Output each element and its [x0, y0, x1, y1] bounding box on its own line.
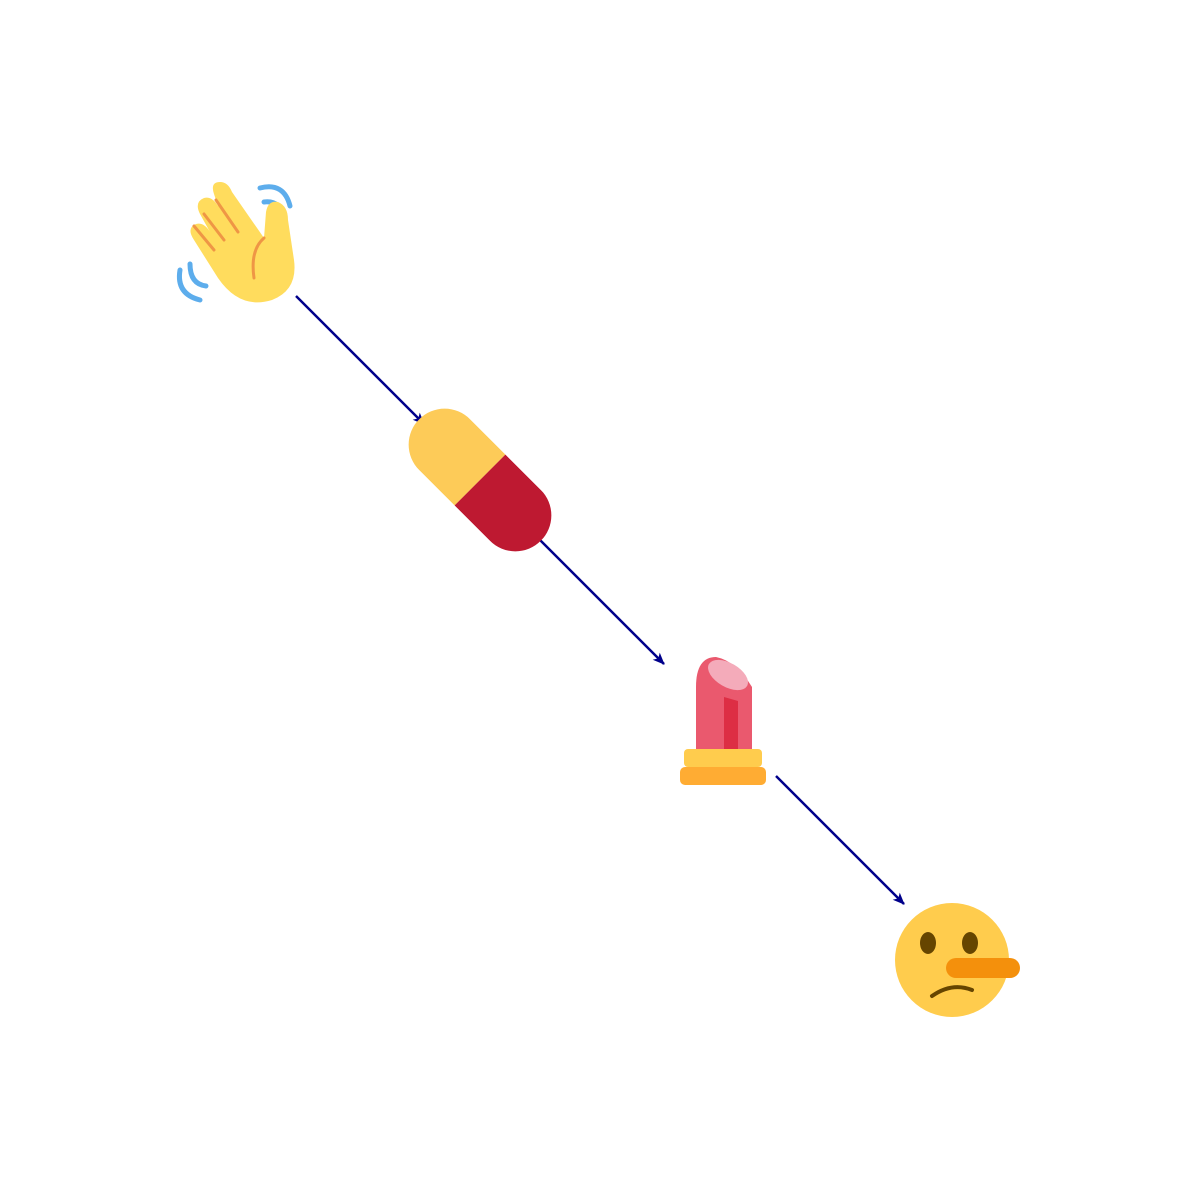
lying-face-icon	[895, 903, 1020, 1017]
node-lipstick	[680, 657, 766, 785]
edge-pill-to-lipstick	[535, 535, 665, 665]
node-wave	[176, 182, 295, 303]
node-lying	[895, 903, 1020, 1017]
node-pill	[393, 393, 567, 567]
edge-lipstick-to-lying	[775, 775, 905, 905]
lipstick-icon	[680, 657, 766, 785]
pill-icon	[393, 393, 567, 567]
edges	[295, 295, 905, 905]
waving-hand-icon	[176, 182, 295, 303]
edge-wave-to-pill	[295, 295, 425, 425]
